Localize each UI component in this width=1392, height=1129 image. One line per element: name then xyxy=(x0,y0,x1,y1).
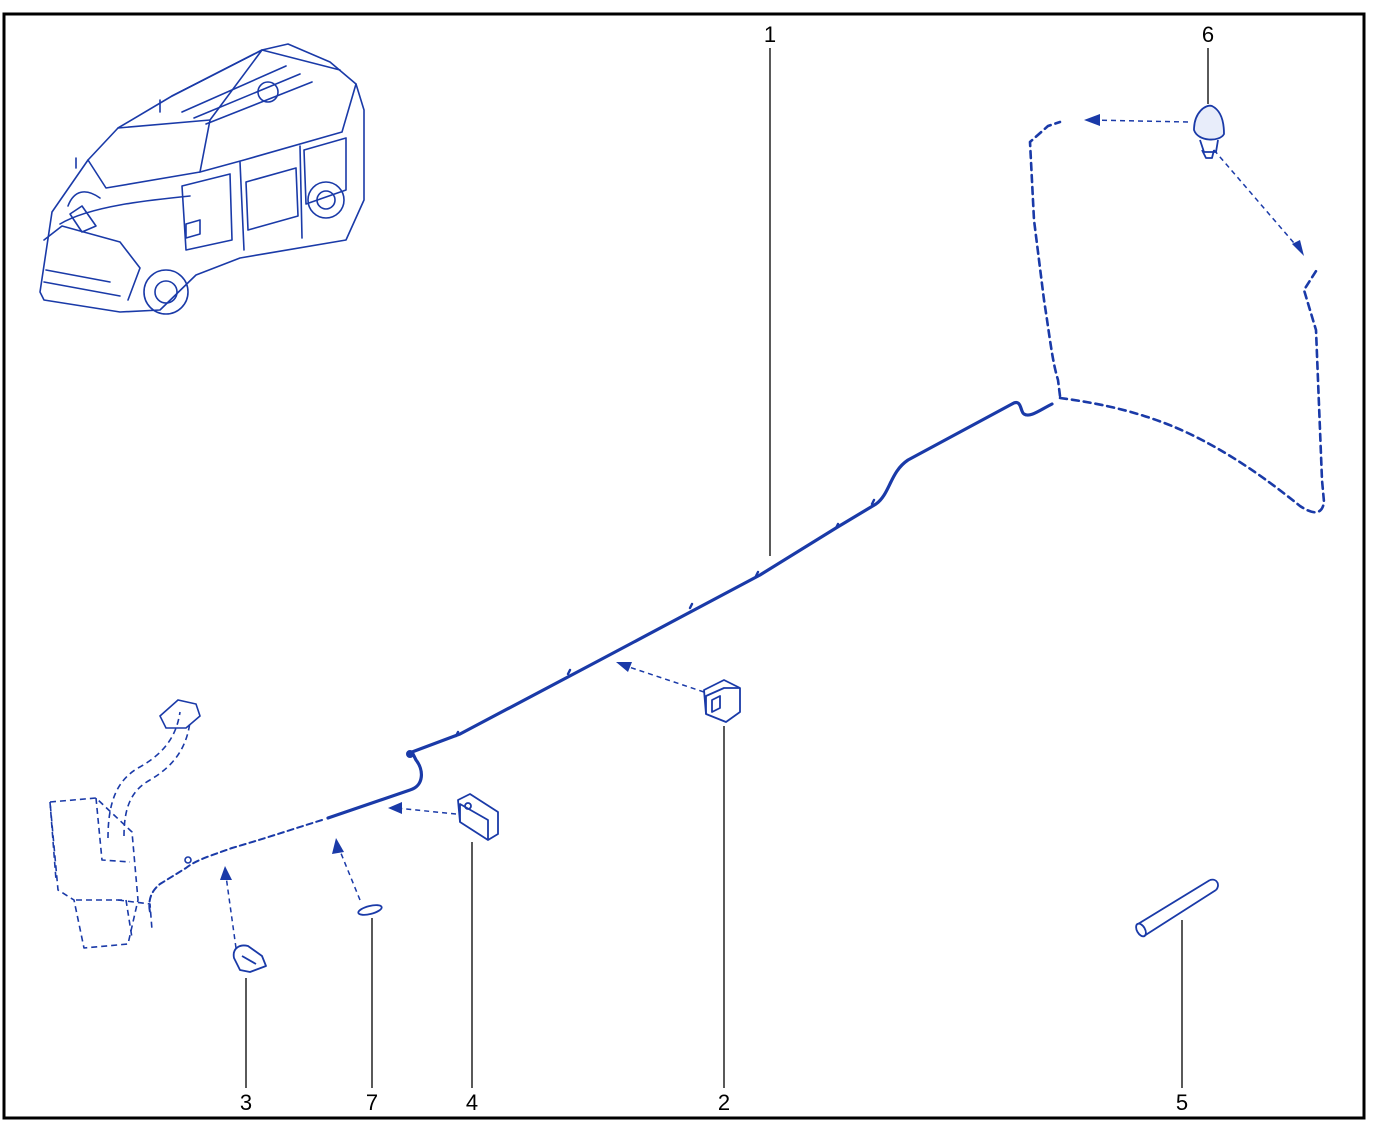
seal-ring-part-7 xyxy=(357,904,383,916)
hose-tube-part-5 xyxy=(1135,878,1219,938)
reservoir-pump-connector xyxy=(159,699,201,864)
washer-reservoir-illustration xyxy=(49,711,191,949)
rear-washer-nozzle xyxy=(1193,104,1225,159)
hose-clip-part-4 xyxy=(457,793,499,841)
vehicle-overview-illustration xyxy=(39,43,365,315)
callout-4: 4 xyxy=(465,1090,479,1115)
arrow-heads xyxy=(220,114,1304,880)
callout-1: 1 xyxy=(763,22,777,47)
callout-6: 6 xyxy=(1201,22,1215,47)
callout-2: 2 xyxy=(717,1090,731,1115)
callout-leader-lines xyxy=(245,48,1209,1088)
assembly-arrows xyxy=(225,119,1301,949)
callout-5: 5 xyxy=(1175,1090,1189,1115)
washer-hose-assembly xyxy=(148,120,1326,913)
hose-clip-part-3 xyxy=(232,944,267,973)
callout-7: 7 xyxy=(365,1090,379,1115)
hose-clip-part-2 xyxy=(703,679,741,723)
callout-3: 3 xyxy=(239,1090,253,1115)
diagram-frame xyxy=(2,12,1366,1120)
